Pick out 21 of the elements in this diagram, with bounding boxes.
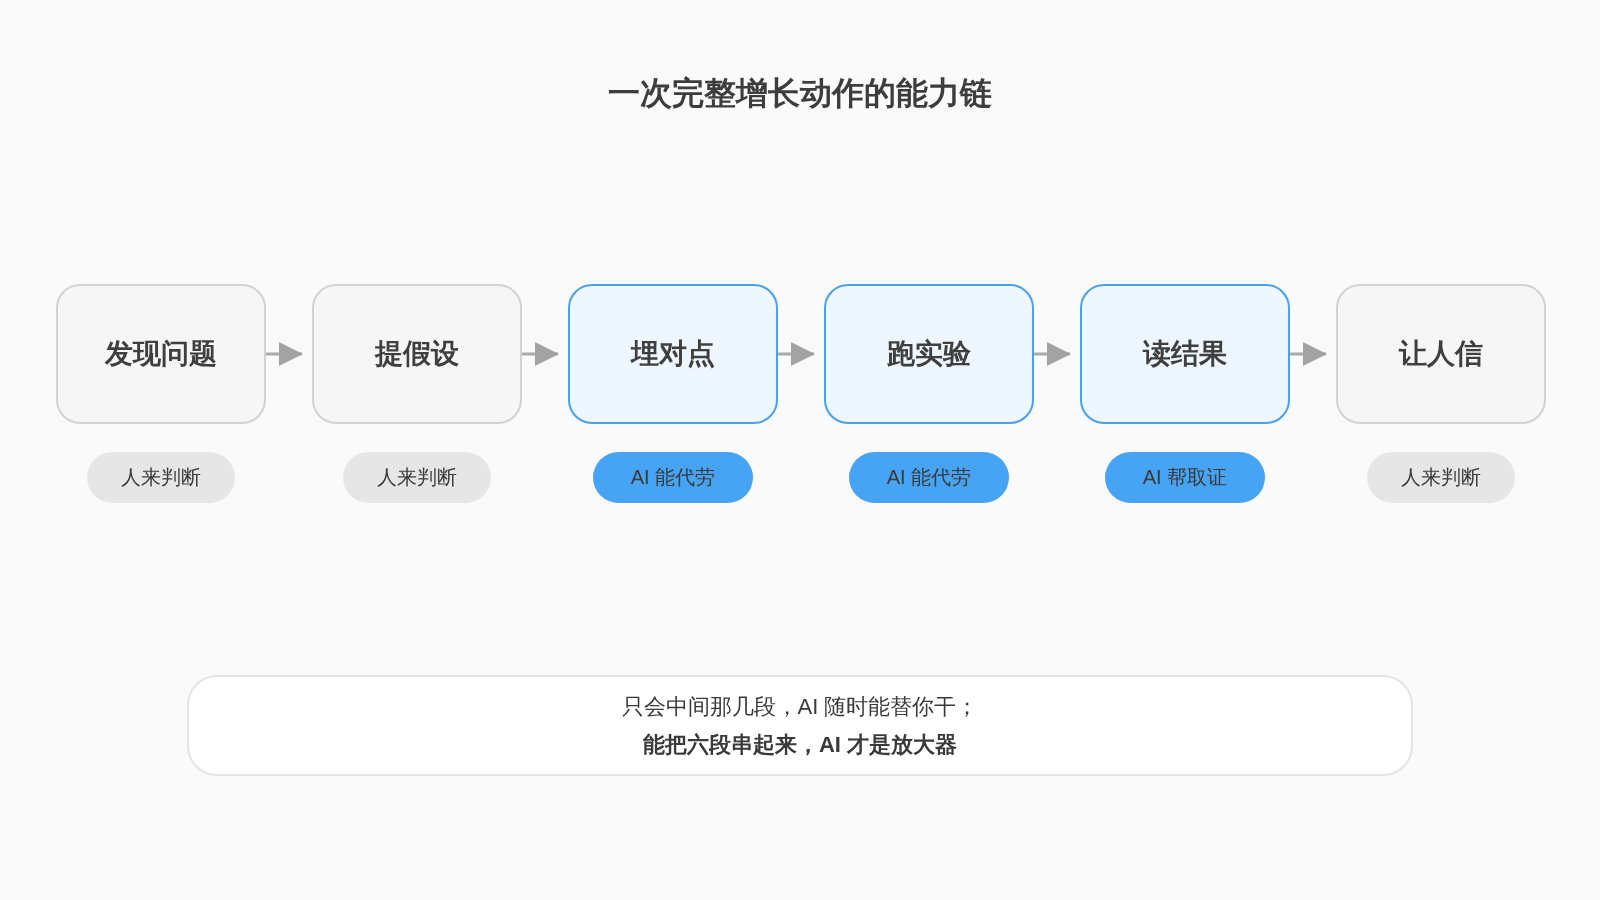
tag-pill: AI 帮取证 [1105,452,1265,503]
tag-pill: 人来判断 [1367,452,1515,503]
arrow [1034,342,1071,366]
step-box: 埋对点 [568,284,778,424]
tag-pill: 人来判断 [87,452,235,503]
step-box: 让人信 [1336,284,1546,424]
arrow [778,342,815,366]
arrow [266,342,303,366]
step-box: 跑实验 [824,284,1034,424]
note-box [187,675,1413,776]
tag-pill: 人来判断 [343,452,491,503]
tag-pill: AI 能代劳 [849,452,1009,503]
arrow [1290,342,1327,366]
step-box: 发现问题 [56,284,266,424]
step-box: 读结果 [1080,284,1290,424]
note-text: 能把六段串起来，AI 才是放大器 [642,730,958,759]
step-box: 提假设 [312,284,522,424]
tag-pill: AI 能代劳 [593,452,753,503]
title: 一次完整增长动作的能力链 [608,74,992,113]
arrow [522,342,559,366]
note-text: 只会中间那几段，AI 随时能替你干； [621,692,979,721]
